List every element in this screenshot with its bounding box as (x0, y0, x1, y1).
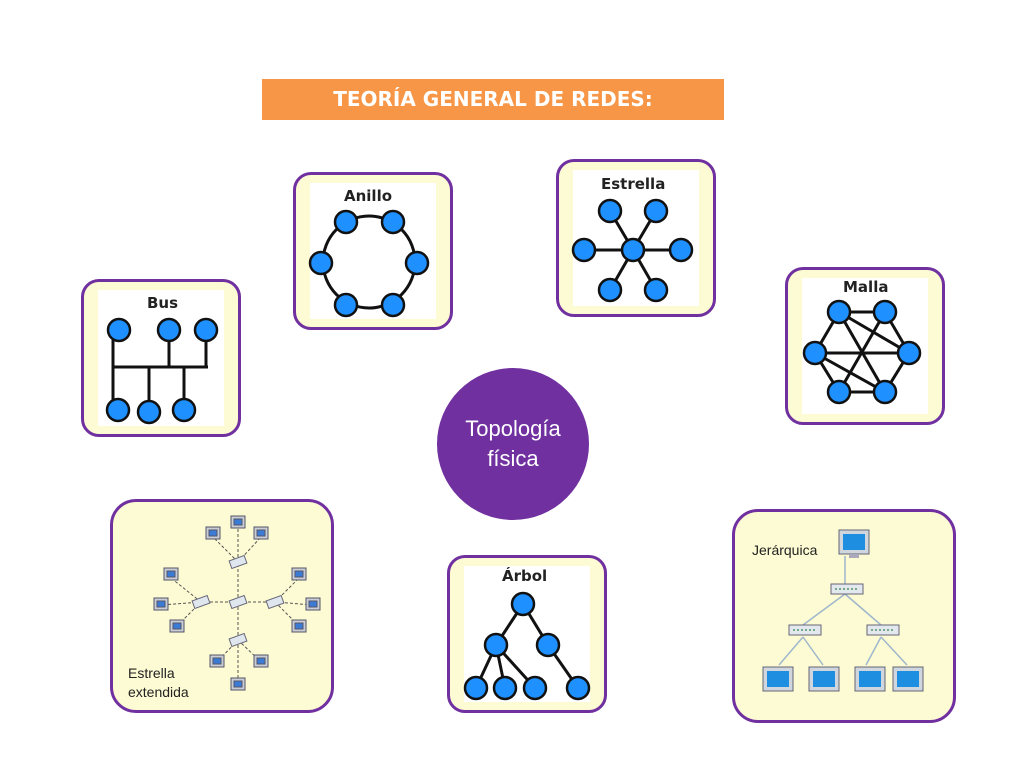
tree-topology-card: Árbol (447, 555, 607, 713)
extended-star-topology-card (110, 499, 334, 713)
mesh-topology-card: Malla (785, 267, 945, 425)
tree-node (463, 675, 489, 701)
ring-node (308, 250, 334, 276)
bus-diagram: Bus (98, 290, 224, 426)
ring-node (333, 292, 359, 318)
tree-node (492, 675, 518, 701)
star-node (597, 277, 623, 303)
computer-icon (808, 666, 840, 692)
switch-icon (788, 624, 822, 636)
hierarchical-topology-card (732, 509, 956, 723)
page-title: TEORÍA GENERAL DE REDES: Introducción (262, 79, 724, 152)
computer-icon (163, 567, 179, 581)
switch-icon (228, 554, 248, 570)
star-node (597, 198, 623, 224)
ring-label: Anillo (344, 187, 392, 205)
ring-node (333, 209, 359, 235)
tree-root-node (510, 591, 536, 617)
computer-icon (892, 666, 924, 692)
star-node (668, 237, 694, 263)
computer-icon (253, 526, 269, 540)
bus-node (156, 317, 182, 343)
tree-diagram: Árbol (463, 566, 591, 702)
star-diagram: Estrella (571, 170, 699, 306)
bus-node (171, 397, 197, 423)
tree-node (483, 632, 509, 658)
tree-label: Árbol (502, 566, 547, 585)
computer-icon (253, 654, 269, 668)
switch-icon (830, 583, 864, 595)
star-topology-card: Estrella (556, 159, 716, 317)
physical-topology-center: Topología física (437, 368, 589, 520)
mesh-node (896, 340, 922, 366)
tree-node (522, 675, 548, 701)
switch-icon (191, 594, 211, 610)
computer-icon (230, 677, 246, 691)
computer-icon (209, 654, 225, 668)
mesh-diagram: Malla (802, 278, 928, 414)
computer-icon (762, 666, 794, 692)
bus-node (105, 397, 131, 423)
bus-label: Bus (147, 294, 178, 312)
bus-node (106, 317, 132, 343)
ring-node (380, 209, 406, 235)
center-label-line1: Topología (465, 416, 561, 441)
switch-icon (228, 594, 248, 610)
ring-diagram: Anillo (308, 183, 436, 319)
mesh-label: Malla (843, 278, 888, 296)
switch-icon (265, 594, 285, 610)
hierarchical-diagram (762, 529, 924, 692)
computer-icon (169, 619, 185, 633)
extended-star-label: Estrella extendida (128, 665, 189, 700)
center-label-line2: física (487, 446, 539, 471)
bus-node (193, 317, 219, 343)
computer-icon (205, 526, 221, 540)
computer-icon (230, 515, 246, 529)
star-hub-node (620, 237, 646, 263)
computer-icon (291, 567, 307, 581)
star-node (571, 237, 597, 263)
switch-icon (228, 632, 248, 648)
computer-icon (153, 597, 169, 611)
hierarchical-label: Jerárquica (752, 542, 818, 558)
ring-node (404, 250, 430, 276)
bus-node (136, 399, 162, 425)
extended-star-diagram (153, 515, 321, 691)
star-node (643, 277, 669, 303)
computer-icon (838, 529, 870, 558)
mesh-node (802, 340, 828, 366)
switch-icon (866, 624, 900, 636)
computer-icon (291, 619, 307, 633)
bus-topology-card: Bus (81, 279, 241, 437)
tree-node (565, 675, 591, 701)
mesh-node (872, 379, 898, 405)
mesh-node (826, 379, 852, 405)
ring-node (380, 292, 406, 318)
mesh-node (826, 299, 852, 325)
star-node (643, 198, 669, 224)
computer-icon (305, 597, 321, 611)
mesh-node (872, 299, 898, 325)
tree-node (535, 632, 561, 658)
computer-icon (854, 666, 886, 692)
star-label: Estrella (601, 175, 665, 193)
ring-topology-card: Anillo (293, 172, 453, 330)
